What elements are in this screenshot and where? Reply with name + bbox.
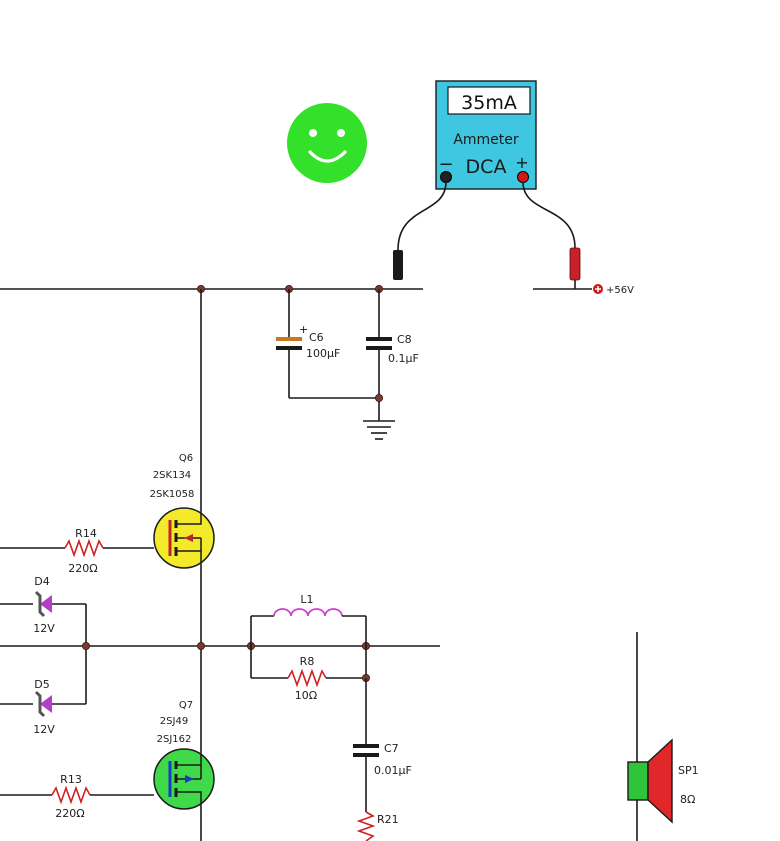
r14-ref: R14 [75,527,97,540]
l1-ref: L1 [300,593,313,606]
black-probe-lead [397,181,447,251]
c8-value: 0.1µF [388,352,419,365]
r14-resistor [64,538,104,558]
q6-mosfet [153,507,215,569]
r13-ref: R13 [60,773,82,786]
q6-part2: 2SK1058 [150,489,195,500]
q7-part1: 2SJ49 [160,716,188,727]
speaker-icon [627,738,673,824]
smiley-eye-left [309,129,317,137]
ammeter-terminal-positive[interactable] [517,171,529,183]
ammeter: 35mA Ammeter DCA − + [435,80,537,190]
r8-resistor [287,668,327,688]
ammeter-name: Ammeter [453,132,519,148]
d4-value: 12V [33,622,55,635]
ammeter-terminal-negative[interactable] [440,171,452,183]
smiley-eye-right [337,129,345,137]
smiley-indicator [287,103,367,183]
red-probe-lead [522,181,576,249]
c6-value: 100µF [306,347,340,360]
r13-value: 220Ω [55,807,84,820]
c8-ref: C8 [397,333,412,346]
c8-plate-bottom [366,346,392,350]
r8-value: 10Ω [295,689,317,702]
q6-ref: Q6 [179,453,193,464]
r21-ref: R21 [377,813,399,826]
ammeter-mode: DCA [466,156,507,178]
speaker-magnet [627,761,649,801]
ammeter-minus: − [438,154,453,175]
d4-ref: D4 [34,575,49,588]
q7-ref: Q7 [179,700,193,711]
q6-part1: 2SK134 [153,470,191,481]
c7-ref: C7 [384,742,399,755]
r21-resistor [356,811,376,841]
red-probe[interactable] [569,247,581,281]
c7-plate-bottom [353,753,379,757]
smiley-face-icon [287,103,367,183]
d5-value: 12V [33,723,55,736]
q7-mosfet [153,748,215,810]
r13-resistor [51,785,91,805]
smiley-mouth [308,150,347,163]
sp1-ref: SP1 [678,764,699,777]
ground-icon [363,420,395,440]
speaker-cone [647,738,673,824]
c7-value: 0.01µF [374,764,412,777]
q7-part2: 2SJ162 [157,734,192,745]
ammeter-display [447,86,531,115]
l1-inductor [273,608,343,617]
c6-ref: C6 [309,331,324,344]
d5-ref: D5 [34,678,49,691]
c6-plate-negative [276,346,302,350]
d4-diode [40,595,52,613]
r8-ref: R8 [300,655,315,668]
ammeter-plus: + [515,153,528,172]
d5-diode [40,695,52,713]
c6-plate-positive [276,337,302,341]
sp1-value: 8Ω [680,793,695,806]
c6-polarity: + [299,323,308,336]
c7-plate-top [353,744,379,748]
supply-label: +56V [606,285,634,296]
c8-plate-top [366,337,392,341]
ammeter-reading: 35mA [461,92,517,114]
r14-value: 220Ω [68,562,97,575]
black-probe[interactable] [393,250,403,280]
